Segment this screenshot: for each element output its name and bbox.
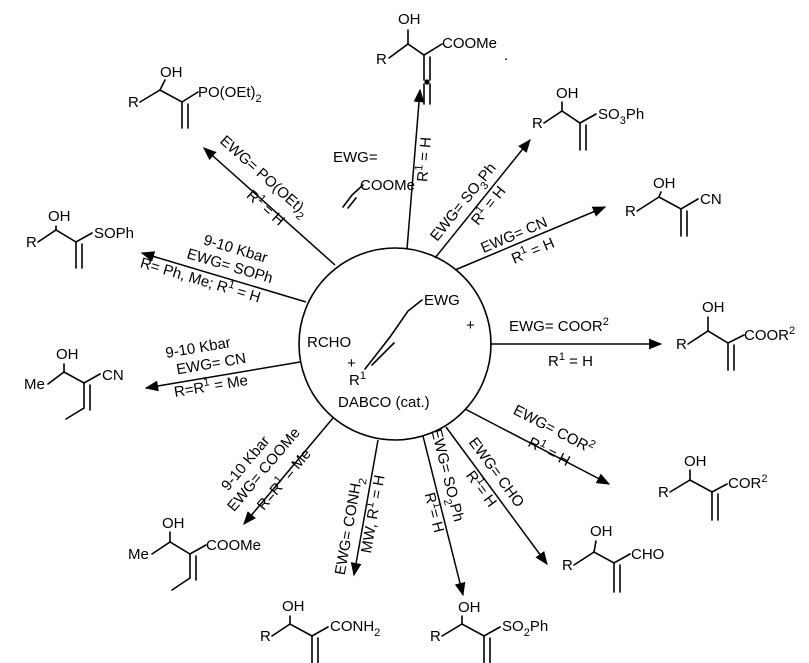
svg-text:R1 = H: R1 = H	[548, 351, 593, 370]
product-cho: OH R CHO	[562, 523, 664, 593]
svg-text:R: R	[430, 628, 441, 645]
svg-text:R: R	[625, 203, 636, 220]
reagent-acrylate: EWG= COOMe	[333, 149, 415, 209]
product-allene: OH R COOMe .	[376, 11, 508, 105]
center-reaction: RCHO + + EWG R1 DABCO (cat.)	[298, 247, 492, 441]
acceptor-alkene-bond	[389, 299, 423, 338]
center-plus-left: +	[347, 355, 356, 372]
product-so3ph: OH R SO3Ph	[532, 85, 644, 151]
product-cn-top: OH R CN	[625, 175, 722, 237]
cond-conh2: EWG= CONH2 MW, R1 = H	[332, 474, 389, 577]
svg-text:PO(OEt)2: PO(OEt)2	[198, 84, 262, 105]
svg-text:OH: OH	[556, 85, 579, 102]
svg-text:CHO: CHO	[631, 546, 664, 563]
cond-soph: 9-10 Kbar EWG= SOPh R= Ph, Me; R1 = H	[138, 232, 274, 307]
svg-text:OH: OH	[56, 346, 79, 363]
svg-text:R: R	[532, 115, 543, 132]
product-cooR2: OH R COOR2	[676, 299, 795, 371]
svg-text:OH: OH	[653, 175, 676, 192]
cond-so2ph: EWG= SO2Ph R1= H	[421, 427, 467, 534]
svg-text:.: .	[504, 47, 508, 64]
cond-cn-me: 9-10 Kbar EWG= CN R=R1 = Me	[164, 334, 250, 401]
arrow-so2ph	[422, 435, 466, 597]
svg-text:R: R	[376, 51, 387, 68]
arrow-so3ph	[434, 138, 531, 259]
arrow-allene	[406, 88, 425, 250]
svg-text:OH: OH	[684, 453, 707, 470]
center-r1: R	[349, 372, 360, 389]
svg-text:OH: OH	[162, 515, 185, 532]
svg-text:OH: OH	[160, 64, 183, 81]
svg-text:R: R	[128, 94, 139, 111]
svg-text:CN: CN	[102, 367, 124, 384]
svg-text:R: R	[658, 484, 669, 501]
svg-text:R1= H: R1= H	[421, 490, 449, 534]
cond-cn-top: EWG= CN R1 = H	[478, 214, 557, 268]
reaction-arrows	[140, 88, 663, 597]
product-so2ph: OH R SO2Ph	[430, 599, 548, 663]
svg-text:CN: CN	[700, 191, 722, 208]
arrow-cho	[445, 426, 548, 566]
svg-text:CONH2: CONH2	[330, 618, 380, 639]
svg-text:R: R	[26, 234, 37, 251]
svg-text:SO2Ph: SO2Ph	[502, 618, 548, 639]
svg-text:OH: OH	[702, 299, 725, 316]
svg-text:OH: OH	[458, 599, 481, 616]
svg-text:COOMe: COOMe	[206, 537, 261, 554]
arrow-cn-top	[454, 206, 607, 271]
svg-text:OH: OH	[398, 11, 421, 28]
svg-text:OH: OH	[48, 208, 71, 225]
center-catalyst: DABCO (cat.)	[338, 394, 430, 411]
arrow-coome-me	[243, 417, 334, 526]
svg-text:Me: Me	[128, 546, 149, 563]
arrow-po	[202, 147, 336, 266]
center-plus-right: +	[466, 317, 475, 334]
svg-text:R: R	[676, 336, 687, 353]
cond-allene: R1 = H	[412, 136, 435, 182]
svg-text:COOMe: COOMe	[442, 35, 497, 52]
reagent-acrylate-ewg: EWG=	[333, 149, 378, 166]
svg-text:OH: OH	[282, 598, 305, 615]
center-rcho: RCHO	[307, 334, 351, 351]
product-conh2: OH R CONH2	[260, 598, 380, 663]
svg-text:R: R	[260, 628, 271, 645]
svg-text:SO3Ph: SO3Ph	[598, 106, 644, 127]
product-coome-me: OH Me COOMe	[128, 515, 261, 591]
reagent-acrylate-group: COOMe	[360, 177, 415, 194]
product-po: OH R PO(OEt)2	[128, 64, 262, 129]
cond-coR2: EWG= COR2 R1 = H	[510, 402, 597, 470]
svg-text:EWG= COOR2: EWG= COOR2	[509, 316, 609, 335]
arrow-soph	[140, 251, 307, 303]
cond-cooR2: EWG= COOR2 R1 = H	[509, 316, 609, 370]
svg-text:R: R	[562, 557, 573, 574]
svg-text:R1 = H: R1 = H	[412, 136, 435, 182]
svg-text:Me: Me	[24, 376, 45, 393]
allene-dot	[424, 79, 430, 85]
svg-text:R=R1 = Me: R=R1 = Me	[173, 370, 250, 401]
svg-text:COR2: COR2	[728, 473, 767, 492]
cond-coome-me: 9-10 Kbar EWG= COOMe R=R1 = Me	[218, 425, 315, 515]
product-soph: OH R SOPh	[26, 208, 134, 269]
svg-text:R1 = H: R1 = H	[508, 233, 557, 268]
arrow-conh2	[350, 439, 379, 577]
product-coR2: OH R COR2	[658, 453, 767, 521]
arrow-cn-me	[144, 361, 301, 392]
product-cn-me: OH Me CN	[24, 346, 124, 420]
svg-text:R1: R1	[349, 370, 366, 389]
center-ewg: EWG	[424, 292, 460, 309]
cond-po: EWG= PO(OEt)2 R1 = H	[217, 132, 308, 229]
svg-text:COOR2: COOR2	[744, 325, 795, 344]
arrow-coR2	[464, 408, 611, 485]
svg-text:SOPh: SOPh	[94, 225, 134, 242]
svg-text:OH: OH	[590, 523, 613, 540]
